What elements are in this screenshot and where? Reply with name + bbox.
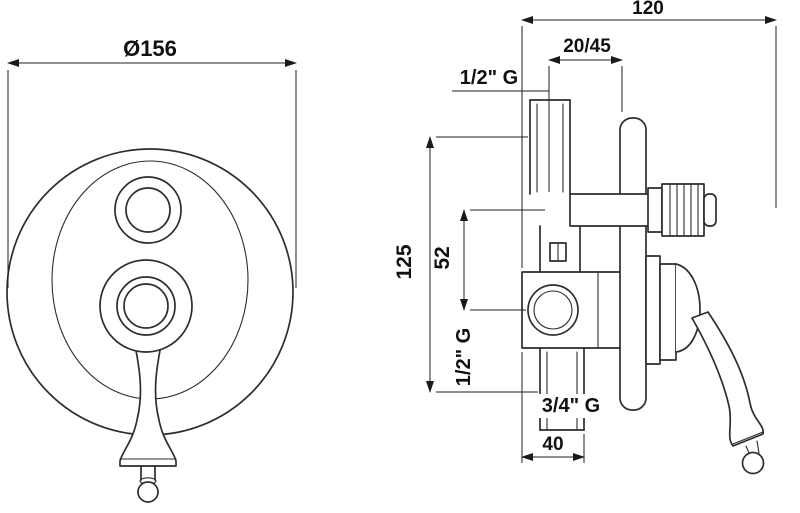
handle-hub-inner: [123, 283, 169, 329]
handle-dome: [675, 263, 701, 353]
dim-depth-range-label: 20/45: [563, 36, 611, 57]
diverter-knob: [569, 183, 717, 237]
dim-height-group: 125: [393, 136, 538, 393]
dim-spacing-label: 52: [431, 246, 454, 269]
handle-hub-outer: [99, 259, 193, 353]
front-view: [6, 148, 294, 503]
wall-plate-profile: [619, 117, 647, 411]
top-inlet-pipe: [529, 99, 571, 195]
label-bottom-connection-group: 3/4" G: [531, 394, 611, 418]
label-top-connection: 1/2" G: [460, 67, 518, 89]
handle-hub-side: [645, 255, 701, 365]
dim-bottom-offset-group: 40: [521, 352, 585, 463]
lever-handle-side: [691, 311, 765, 475]
dim-diameter-group: Ø156: [7, 36, 297, 288]
dim-bottom-offset-label: 40: [542, 434, 563, 455]
dim-height-label: 125: [393, 244, 416, 279]
dim-overall-width-label: 120: [632, 0, 664, 19]
side-port-outer: [527, 284, 579, 336]
valve-body: [521, 271, 623, 349]
lever-ball-front: [137, 481, 159, 503]
label-top-connection-group: 1/2" G: [452, 67, 549, 92]
dim-diameter-label: Ø156: [123, 36, 177, 61]
label-side-connection: 1/2" G: [453, 328, 475, 386]
handle-hub-mid: [116, 276, 176, 336]
side-view: [521, 99, 765, 475]
label-bottom-connection: 3/4" G: [542, 395, 600, 417]
lever-handle-front: [119, 335, 177, 467]
dim-spacing-group: 52: [431, 209, 545, 311]
dim-overall-width-group: 120: [521, 0, 777, 268]
diverter-button-inner: [125, 187, 171, 233]
diverter-button-outer: [114, 176, 182, 244]
set-screw: [549, 242, 567, 262]
dim-depth-range-group: 20/45: [548, 36, 623, 192]
lever-ball-side: [741, 451, 765, 475]
side-port-inner: [533, 290, 573, 330]
